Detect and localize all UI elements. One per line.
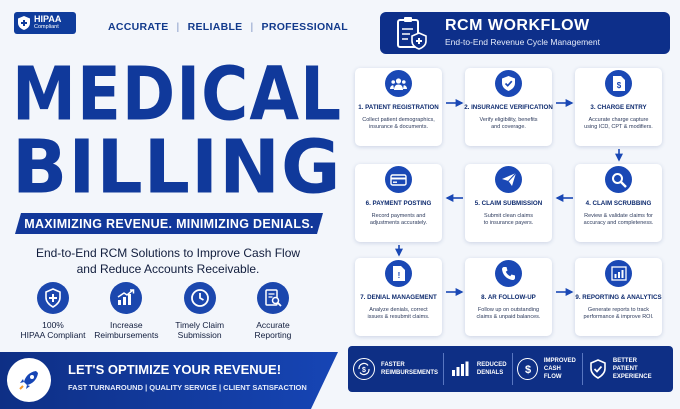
left-panel: HIPAA Compliant ACCURATE | RELIABLE | PROFES… (0, 0, 348, 409)
feature-label: 100% HIPAA Compliant (20, 320, 86, 340)
benefit-label: REDUCED DENIALS (476, 362, 507, 376)
step-title: 8. AR FOLLOW-UP (481, 294, 536, 301)
step-description: Generate reports to track performance & … (583, 307, 654, 320)
feature-label: Accurate Reporting (254, 320, 292, 340)
step-description: Submit clean claims to insurance payers. (483, 213, 534, 226)
workflow-subtitle: End-to-End Revenue Cycle Management (445, 37, 600, 47)
cycle-dollar-icon: $ (353, 358, 375, 380)
workflow-title: RCM WORKFLOW (445, 17, 590, 34)
step-description: Follow up on outstanding claims & unpaid… (476, 307, 541, 320)
badge-title: HIPAA (34, 14, 62, 25)
divider: | (250, 21, 254, 33)
flow-arrows (395, 99, 623, 296)
feature-label: Timely Claim Submission (175, 320, 225, 340)
benefit-label: FASTER REIMBURSEMENTS (381, 362, 439, 376)
step-card-claim-scrubbing: 4. CLAIM SCRUBBING Review & validate cla… (575, 164, 662, 242)
headline-line-1: MEDICAL (12, 51, 343, 138)
feature-item: Timely Claim Submission (165, 282, 235, 340)
cta-subtext: FAST TURNAROUND | QUALITY SERVICE | CLIE… (68, 383, 307, 392)
step-description: Analyze denials, correct issues & resubm… (367, 307, 430, 320)
benefit-label: IMPROVED CASH FLOW (543, 358, 576, 380)
svg-text:$: $ (525, 364, 531, 376)
feature-list: 100% HIPAA Compliant Increase Reimbursem… (18, 282, 308, 340)
divider (582, 353, 584, 385)
step-description: Review & validate claims for accuracy an… (583, 213, 654, 226)
step-card-claim-submission: 5. CLAIM SUBMISSION Submit clean claims … (465, 164, 552, 242)
cta-banner[interactable]: LET'S OPTIMIZE YOUR REVENUE! FAST TURNAR… (0, 352, 338, 409)
tagline-item: ACCURATE (108, 21, 169, 33)
subtitle-line: and Reduce Accounts Receivable. (76, 262, 260, 276)
step-card-reporting-analytics: 9. REPORTING & ANALYTICS Generate report… (575, 258, 662, 336)
step-description: Accurate charge capture using ICD, CPT &… (584, 117, 653, 130)
step-title: 9. REPORTING & ANALYTICS (575, 294, 662, 301)
svg-text:$: $ (616, 81, 621, 90)
rcm-workflow-panel: RCM WORKFLOW End-to-End Revenue Cycle Ma… (338, 0, 680, 409)
benefits-bar: $ FASTER REIMBURSEMENTS REDUCED DENIALS … (348, 346, 673, 392)
feature-label: Increase Reimbursements (94, 320, 159, 340)
paper-plane-icon (495, 166, 522, 193)
step-title: 3. CHARGE ENTRY (590, 104, 647, 111)
badge-subtitle: Compliant (34, 24, 59, 31)
step-title: 2. INSURANCE VERIFICATION (464, 104, 553, 111)
feature-item: 100% HIPAA Compliant (18, 282, 88, 340)
step-title: 1. PATIENT REGISTRATION (358, 104, 439, 111)
credit-card-icon (385, 166, 412, 193)
divider (443, 353, 444, 385)
divider (511, 353, 513, 385)
report-search-icon (256, 282, 289, 314)
benefit-item: $ FASTER REIMBURSEMENTS (348, 346, 443, 392)
svg-text:$: $ (362, 367, 366, 374)
benefit-item: $ IMPROVED CASH FLOW (512, 346, 582, 392)
rocket-icon (7, 358, 51, 402)
step-title: 5. CLAIM SUBMISSION (474, 200, 543, 207)
dollar-circle-icon: $ (517, 358, 538, 380)
step-card-denial-management: ! 7. DENIAL MANAGEMENT Analyze denials, … (355, 258, 442, 336)
benefit-item: BETTER PATIENT EXPERIENCE (583, 346, 673, 392)
step-card-charge-entry: $ 3. CHARGE ENTRY Accurate charge captur… (575, 68, 662, 146)
feature-item: Accurate Reporting (238, 282, 308, 340)
document-alert-icon: ! (385, 260, 412, 287)
hipaa-badge: HIPAA Compliant (14, 12, 76, 34)
magnifier-icon (605, 166, 632, 193)
step-title: 4. CLAIM SCRUBBING (585, 200, 652, 207)
shield-icon (18, 16, 30, 30)
tagline: ACCURATE | RELIABLE | PROFESSIONAL (108, 21, 348, 33)
shield-plus-icon (37, 282, 69, 314)
document-dollar-icon: $ (605, 70, 632, 97)
subtitle: End-to-End RCM Solutions to Improve Cash… (18, 245, 318, 277)
headline-line-2: BILLING (12, 124, 342, 211)
growth-chart-icon (110, 282, 143, 314)
phone-icon (495, 260, 522, 287)
step-description: Collect patient demographics, insurance … (362, 117, 435, 130)
svg-text:!: ! (397, 271, 400, 280)
divider: | (176, 21, 180, 33)
feature-item: Increase Reimbursements (91, 282, 161, 340)
step-card-ar-follow-up: 8. AR FOLLOW-UP Follow up on outstanding… (465, 258, 552, 336)
tagline-item: PROFESSIONAL (261, 21, 348, 33)
step-title: 6. PAYMENT POSTING (365, 200, 432, 207)
step-card-payment-posting: 6. PAYMENT POSTING Record payments and a… (355, 164, 442, 242)
workflow-header: RCM WORKFLOW End-to-End Revenue Cycle Ma… (380, 12, 670, 54)
bars-icon (449, 358, 471, 380)
cta-heading: LET'S OPTIMIZE YOUR REVENUE! (68, 362, 282, 377)
step-card-insurance-verification: 2. INSURANCE VERIFICATION Verify eligibi… (464, 68, 553, 146)
clipboard-shield-icon (397, 17, 427, 50)
step-card-patient-registration: 1. PATIENT REGISTRATION Collect patient … (355, 68, 442, 146)
benefit-item: REDUCED DENIALS (444, 346, 512, 392)
tagline-item: RELIABLE (187, 21, 243, 33)
shield-check-icon (588, 358, 607, 380)
slogan-banner: MAXIMIZING REVENUE. MINIMIZING DENIALS. (15, 213, 323, 234)
step-description: Record payments and adjustments accurate… (369, 213, 428, 226)
step-description: Verify eligibility, benefits and coverag… (479, 117, 538, 130)
benefit-label: BETTER PATIENT EXPERIENCE (612, 358, 652, 380)
step-title: 7. DENIAL MANAGEMENT (360, 294, 437, 301)
clock-icon (183, 282, 216, 314)
shield-check-icon (495, 70, 522, 97)
subtitle-line: End-to-End RCM Solutions to Improve Cash… (35, 246, 301, 260)
users-icon (385, 70, 412, 97)
bar-chart-icon (605, 260, 632, 287)
